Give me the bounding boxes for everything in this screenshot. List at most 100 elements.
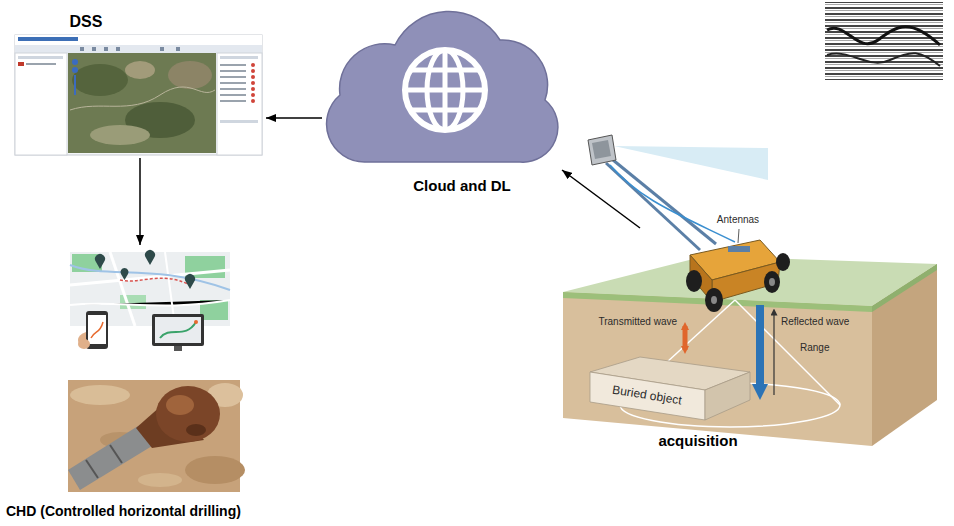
drilling-photo xyxy=(70,385,130,405)
drilling-photo xyxy=(166,395,194,415)
map-devices-image xyxy=(88,315,106,344)
dss-screenshot xyxy=(220,88,246,90)
dss-screenshot xyxy=(220,94,246,96)
dss-screenshot xyxy=(18,37,78,41)
map-devices-image xyxy=(155,317,201,343)
drilling-photo xyxy=(68,380,245,492)
radargram xyxy=(825,2,943,80)
map-devices-image xyxy=(174,346,182,351)
dss-screenshot xyxy=(116,47,120,51)
dss-screenshot xyxy=(220,56,258,59)
dss-screenshot xyxy=(18,62,24,66)
dss-screenshot xyxy=(251,81,255,85)
radargram xyxy=(827,27,940,45)
drilling-photo xyxy=(86,460,98,478)
dss-screenshot xyxy=(72,64,128,96)
ground-block xyxy=(872,264,937,312)
map-devices-image xyxy=(185,274,195,289)
buried-object-box xyxy=(590,372,705,420)
wave-label: Transmitted wave xyxy=(598,316,677,328)
radargram xyxy=(825,2,943,80)
gpr-cart xyxy=(711,296,717,304)
dss-screenshot xyxy=(15,45,262,53)
cloud-node: Cloud and DL xyxy=(322,0,562,195)
acquisition-node: acquisition xyxy=(560,228,952,458)
drilling-photo xyxy=(138,473,182,487)
dss-screenshot xyxy=(251,93,255,97)
globe-icon xyxy=(403,48,487,132)
screenshot-node: DSS xyxy=(12,8,266,158)
globe-icon xyxy=(427,50,463,130)
gpr-cart xyxy=(614,146,768,180)
globe-icon xyxy=(403,108,487,113)
range-label: Range xyxy=(800,342,829,354)
map-devices-image xyxy=(70,265,230,290)
dss-screenshot xyxy=(251,69,255,73)
gpr-cart xyxy=(705,288,723,312)
drilling-photo xyxy=(68,426,152,490)
cloud-shape xyxy=(327,11,558,162)
wave-label: Reflected wave xyxy=(781,316,849,328)
cloud-shape xyxy=(327,11,558,162)
node-heading: DSS xyxy=(70,12,103,31)
gpr-cart xyxy=(728,246,750,252)
dss-screenshot xyxy=(68,53,216,153)
dss-screenshot xyxy=(104,47,108,51)
map-devices-image xyxy=(194,320,198,324)
dss-screenshot xyxy=(70,87,215,110)
drilling-node: CHD (Controlled horizontal drilling) xyxy=(4,245,272,523)
map-devices-image xyxy=(152,314,204,346)
object-label: Buried object xyxy=(611,383,682,408)
buried-object-box xyxy=(705,372,750,420)
node-heading: CHD (Controlled horizontal drilling) xyxy=(6,503,241,520)
dss-screenshot xyxy=(74,75,76,95)
map-devices-image xyxy=(91,322,103,338)
dss-screenshot xyxy=(168,61,212,89)
drilling-photo xyxy=(110,445,122,463)
dss-screenshot xyxy=(92,47,96,51)
map-devices-image xyxy=(145,250,155,265)
dss-screenshot xyxy=(15,35,262,45)
gpr-cart xyxy=(588,135,616,165)
dss-screenshot xyxy=(217,53,262,155)
dss-screenshot xyxy=(72,67,78,73)
dss-screenshot xyxy=(220,76,246,78)
node-heading: Cloud and DL xyxy=(413,177,511,195)
globe-icon xyxy=(403,68,487,73)
gpr-cart xyxy=(769,278,775,286)
flow-arrow xyxy=(266,117,322,119)
gpr-cart xyxy=(686,270,702,292)
gpr-cart xyxy=(738,229,739,243)
part-label: Antennas xyxy=(717,214,759,226)
ground-block xyxy=(563,292,872,446)
node-heading: acquisition xyxy=(658,432,737,450)
buried-object-box xyxy=(590,357,750,420)
map-devices-image xyxy=(110,252,135,326)
dss-screenshot xyxy=(251,63,255,67)
drilling-photo xyxy=(186,424,206,436)
globe-icon xyxy=(403,88,487,93)
ground-block xyxy=(563,256,937,446)
dss-screenshot xyxy=(15,53,67,155)
map-devices-image xyxy=(70,250,230,351)
dss-screenshot xyxy=(125,61,155,79)
dss-screenshot xyxy=(90,125,150,145)
map-devices-image xyxy=(95,254,105,269)
gpr-cart xyxy=(764,271,780,293)
dss-screenshot xyxy=(251,99,255,103)
dss-screenshot xyxy=(220,64,246,66)
gpr-cart xyxy=(613,160,716,244)
dss-screenshot xyxy=(251,87,255,91)
range-cone xyxy=(735,300,840,405)
dss-screenshot xyxy=(251,75,255,79)
dss-screenshot xyxy=(18,56,63,59)
wave-arrows xyxy=(683,326,688,350)
map-devices-image xyxy=(70,300,230,306)
flow-arrow xyxy=(562,170,640,228)
wave-arrows xyxy=(756,305,764,392)
map-devices-image xyxy=(120,278,190,285)
dss-screenshot xyxy=(15,35,262,155)
dss-screenshot xyxy=(80,47,84,51)
drilling-photo xyxy=(185,456,245,484)
